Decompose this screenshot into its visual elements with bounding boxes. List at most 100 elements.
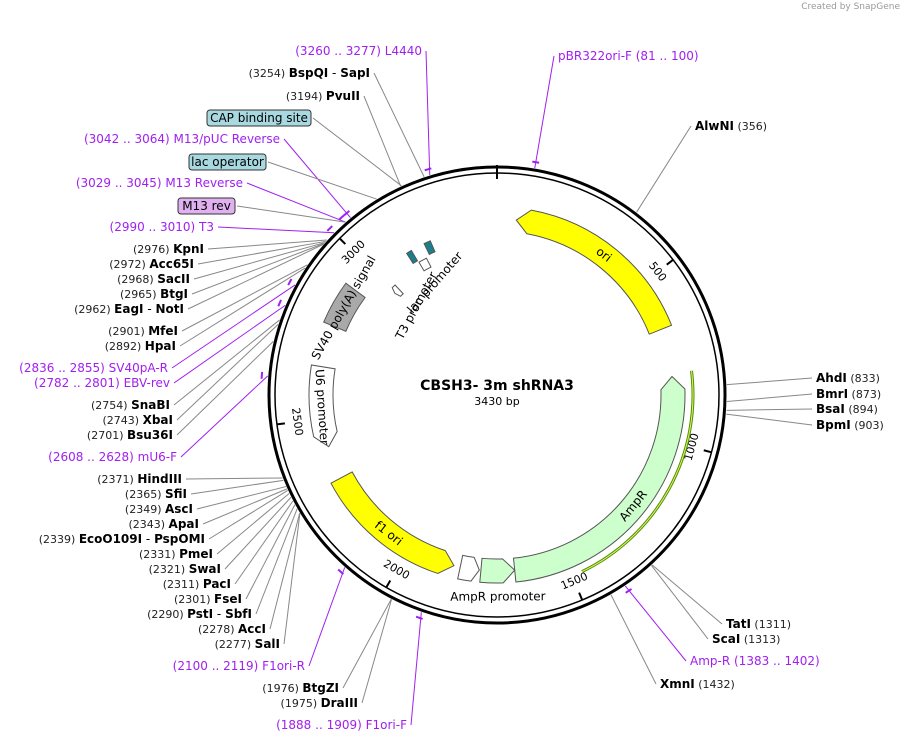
- feature-ampr-promoter[interactable]: [479, 557, 516, 584]
- feature-cap-binding-site[interactable]: [423, 240, 436, 256]
- feature-box-m13-rev[interactable]: M13 rev: [177, 197, 236, 215]
- feature-f1-ori[interactable]: [330, 471, 455, 574]
- feature-box-lac-operator[interactable]: lac operator: [188, 153, 267, 171]
- enzyme-fsei[interactable]: (2301) FseI: [174, 592, 242, 606]
- leader-line: [636, 125, 692, 213]
- enzyme-apai[interactable]: (2343) ApaI: [128, 517, 199, 531]
- leader-line: [363, 95, 402, 187]
- enzyme-mfei[interactable]: (2901) MfeI: [108, 324, 178, 338]
- leader-line: [361, 599, 393, 704]
- primer-mark: [424, 167, 432, 172]
- enzyme-acci[interactable]: (2278) AccI: [198, 622, 266, 636]
- primer-pbr322ori-f[interactable]: pBR322ori-F (81 .. 100): [558, 49, 699, 63]
- svg-text:(1975) DraIII: (1975) DraIII: [281, 696, 358, 710]
- svg-text:(2349) AscI: (2349) AscI: [125, 502, 193, 516]
- enzyme-ecoo109i[interactable]: (2339) EcoO109I - PspOMI: [39, 532, 205, 546]
- leader-line: [255, 508, 298, 615]
- leader-line: [726, 377, 813, 386]
- svg-text:(2892) HpaI: (2892) HpaI: [105, 339, 176, 353]
- svg-text:ScaI (1313): ScaI (1313): [712, 632, 780, 646]
- enzyme-xbai[interactable]: (2743) XbaI: [103, 413, 173, 427]
- primer-mark: [326, 225, 333, 232]
- svg-text:AlwNI (356): AlwNI (356): [695, 119, 767, 133]
- primer-amp-r[interactable]: Amp-R (1383 .. 1402): [690, 654, 820, 668]
- feature-ampr[interactable]: [512, 375, 686, 583]
- svg-text:(1888 .. 1909) F1ori-F: (1888 .. 1909) F1ori-F: [276, 718, 407, 732]
- leader-line: [173, 319, 280, 406]
- primer-f1ori-r[interactable]: (2100 .. 2119) F1ori-R: [173, 659, 305, 673]
- feature-label: SV40 poly(A) signal: [309, 253, 379, 362]
- svg-text:(2901) MfeI: (2901) MfeI: [108, 324, 178, 338]
- enzyme-swai[interactable]: (2321) SwaI: [149, 562, 221, 576]
- primer-mark: [277, 299, 282, 307]
- leader-line: [610, 594, 657, 685]
- leader-line: [342, 598, 392, 689]
- enzyme-bsai[interactable]: BsaI (894): [816, 402, 878, 416]
- enzyme-eagi[interactable]: (2962) EagI - NotI: [74, 302, 184, 316]
- enzyme-btgzi[interactable]: (1976) BtgZI: [262, 681, 339, 695]
- feature-t3-promoter[interactable]: [391, 284, 404, 297]
- primer-sv40pa-r[interactable]: (2836 .. 2855) SV40pA-R: [19, 361, 168, 375]
- svg-text:(2968) SacII: (2968) SacII: [117, 272, 190, 286]
- enzyme-sacii[interactable]: (2968) SacII: [117, 272, 190, 286]
- leader-line: [179, 267, 306, 347]
- enzyme-draiii[interactable]: (1975) DraIII: [281, 696, 358, 710]
- primer-l4440[interactable]: (3260 .. 3277) L4440: [295, 44, 422, 58]
- primer-ebv-rev[interactable]: (2782 .. 2801) EBV-rev: [34, 376, 170, 390]
- enzyme-asci[interactable]: (2349) AscI: [125, 502, 193, 516]
- feature-u6-promoter[interactable]: [308, 364, 338, 448]
- leader-line: [176, 341, 274, 436]
- primer-mu6-f[interactable]: (2608 .. 2628) mU6-F: [48, 450, 177, 464]
- primer-f1ori-f[interactable]: (1888 .. 1909) F1ori-F: [276, 718, 407, 732]
- leader-line: [312, 117, 402, 187]
- leader-line: [176, 323, 279, 421]
- primer-t3[interactable]: (2990 .. 3010) T3: [110, 220, 214, 234]
- map-labels: (3260 .. 3277) L4440 (3254) BspQI - SapI (…: [19, 44, 884, 732]
- enzyme-alwni[interactable]: AlwNI (356): [695, 119, 767, 133]
- svg-text:(2339) EcoO109I - PspOMI: (2339) EcoO109I - PspOMI: [39, 532, 205, 546]
- leader-line: [208, 489, 288, 540]
- enzyme-scai[interactable]: ScaI (1313): [712, 632, 780, 646]
- enzyme-kpni[interactable]: (2976) KpnI: [133, 242, 204, 256]
- feature-lac-promoter[interactable]: [418, 257, 432, 272]
- svg-text:(2990 .. 3010) T3: (2990 .. 3010) T3: [110, 220, 214, 234]
- enzyme-sali[interactable]: (2277) SalI: [215, 637, 280, 651]
- enzyme-hpai[interactable]: (2892) HpaI: [105, 339, 176, 353]
- svg-text:XmnI (1432): XmnI (1432): [660, 677, 735, 691]
- primer-m13-reverse[interactable]: (3029 .. 3045) M13 Reverse: [76, 176, 243, 190]
- enzyme-bspqi[interactable]: (3254) BspQI - SapI: [249, 66, 370, 80]
- enzyme-sfii[interactable]: (2365) SfiI: [125, 487, 187, 501]
- enzyme-bpmi[interactable]: BpmI (903): [816, 418, 884, 432]
- enzyme-paci[interactable]: (2311) PacI: [163, 577, 231, 591]
- enzyme-pvuii[interactable]: (3194) PvuII: [286, 89, 360, 103]
- svg-text:lac operator: lac operator: [191, 155, 264, 169]
- feature-ampr-promoter-small[interactable]: [457, 554, 480, 582]
- svg-text:BmrI (873): BmrI (873): [816, 387, 881, 401]
- leader-line: [651, 564, 723, 625]
- enzyme-psti[interactable]: (2290) PstI - SbfI: [147, 607, 252, 621]
- svg-text:(2365) SfiI: (2365) SfiI: [125, 487, 187, 501]
- enzyme-btgi[interactable]: (2965) BtgI: [120, 287, 188, 301]
- enzyme-bmri[interactable]: BmrI (873): [816, 387, 881, 401]
- enzyme-hindiii[interactable]: (2371) HindIII: [97, 472, 182, 486]
- primer-m13-puc-reverse[interactable]: (3042 .. 3064) M13/pUC Reverse: [84, 132, 280, 146]
- primer-mark: [287, 278, 293, 286]
- enzyme-pmei[interactable]: (2331) PmeI: [139, 547, 213, 561]
- enzyme-tati[interactable]: TatI (1311): [726, 617, 791, 631]
- primer-mark: [532, 160, 540, 164]
- svg-text:(1976) BtgZI: (1976) BtgZI: [262, 681, 339, 695]
- enzyme-xmni[interactable]: XmnI (1432): [660, 677, 735, 691]
- enzyme-ahdi[interactable]: AhdI (833): [816, 371, 880, 385]
- feature-lac-operator[interactable]: [405, 249, 419, 265]
- leader-line: [534, 55, 555, 169]
- feature-box-cap-binding-site[interactable]: CAP binding site: [206, 109, 312, 127]
- feature-label: U6 promoter: [312, 369, 331, 446]
- leader-line: [181, 264, 308, 332]
- enzyme-bsu36i[interactable]: (2701) Bsu36I: [87, 428, 173, 442]
- enzyme-acc65i[interactable]: (2972) Acc65I: [109, 257, 194, 271]
- enzyme-snabi[interactable]: (2754) SnaBI: [91, 398, 170, 412]
- feature-ori[interactable]: [515, 209, 673, 335]
- leader-line: [624, 585, 687, 662]
- feature-sv40-poly-a-signal[interactable]: [323, 282, 366, 333]
